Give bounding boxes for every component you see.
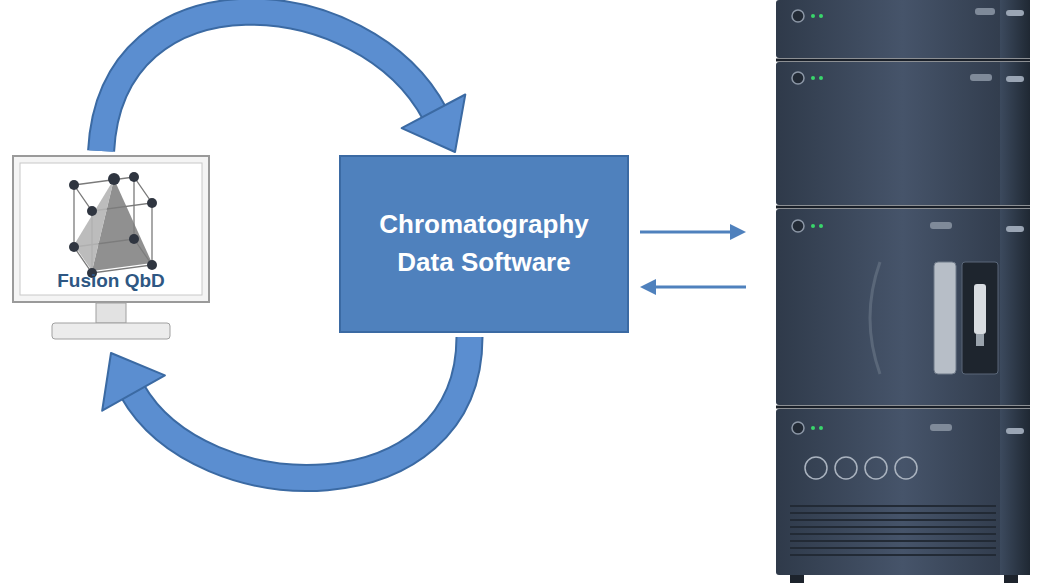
box-label: Chromatography Data Software	[359, 206, 609, 281]
cycle-arrow	[102, 337, 469, 478]
cycle-arrow	[101, 12, 465, 152]
screen-label: Fusion QbD	[12, 270, 210, 292]
uplc-stack	[776, 0, 1030, 583]
process-box: Chromatography Data Software	[339, 155, 629, 333]
monitor-icon	[12, 155, 210, 343]
send-arrow	[640, 224, 746, 240]
monitor-node: Fusion QbD	[12, 155, 210, 343]
receive-arrow	[640, 279, 746, 295]
